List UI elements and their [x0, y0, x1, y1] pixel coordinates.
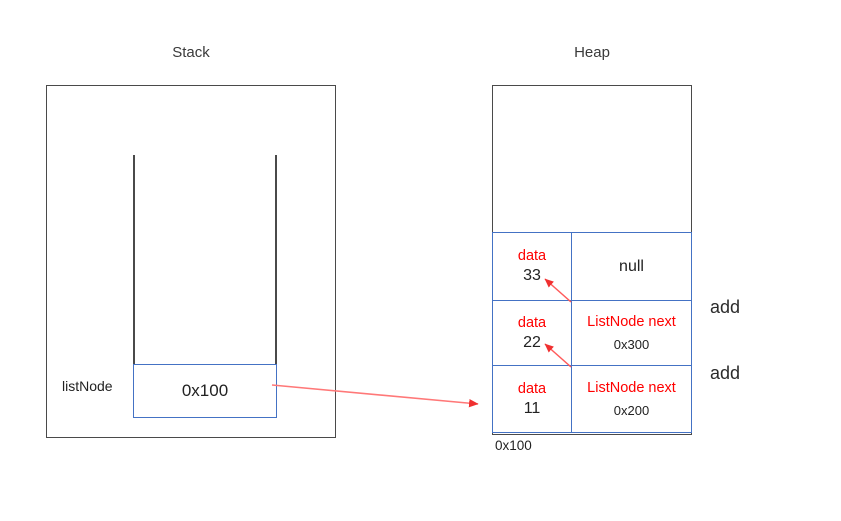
add-annotation-bottom: add	[710, 363, 741, 383]
heap-node-22: data 22 ListNode next 0x300	[492, 300, 692, 366]
heap-node-22-next-value: 0x300	[613, 336, 650, 352]
heap-node-11-next-field-name: ListNode next	[587, 379, 676, 396]
heap-node-33-next-null: null	[619, 257, 644, 275]
stack-region-box	[46, 85, 336, 438]
heap-node-11: data 11 ListNode next 0x200	[492, 365, 692, 433]
stack-variable-slot: 0x100	[133, 364, 277, 418]
heap-node-22-data-value: 22	[523, 333, 541, 351]
heap-node-22-data-cell: data 22	[493, 301, 572, 365]
heap-node-11-data-cell: data 11	[493, 366, 572, 432]
heap-base-address-caption: 0x100	[495, 438, 532, 453]
heap-node-22-data-field-name: data	[517, 314, 547, 331]
heap-node-11-next-cell: ListNode next 0x200	[572, 366, 691, 432]
heap-region-title: Heap	[574, 44, 610, 61]
stack-variable-label: listNode	[62, 378, 113, 394]
heap-node-11-data-value: 11	[523, 399, 541, 417]
add-annotation-top: add	[710, 297, 741, 317]
heap-node-22-next-cell: ListNode next 0x300	[572, 301, 691, 365]
heap-node-33-data-field-name: data	[517, 248, 547, 264]
stack-region-title: Stack	[172, 44, 210, 61]
heap-node-22-next-field-name: ListNode next	[587, 313, 676, 330]
stack-frame-wall-right	[275, 155, 277, 365]
heap-node-11-data-field-name: data	[517, 380, 547, 397]
heap-node-33-next-cell: null	[572, 233, 691, 300]
heap-node-33: data 33 null	[492, 232, 692, 301]
heap-node-33-data-cell: data 33	[493, 233, 572, 300]
stack-frame-wall-left	[133, 155, 135, 365]
heap-node-11-next-value: 0x200	[613, 402, 650, 418]
heap-node-33-data-value: 33	[523, 267, 541, 284]
stack-variable-value: 0x100	[181, 381, 229, 400]
